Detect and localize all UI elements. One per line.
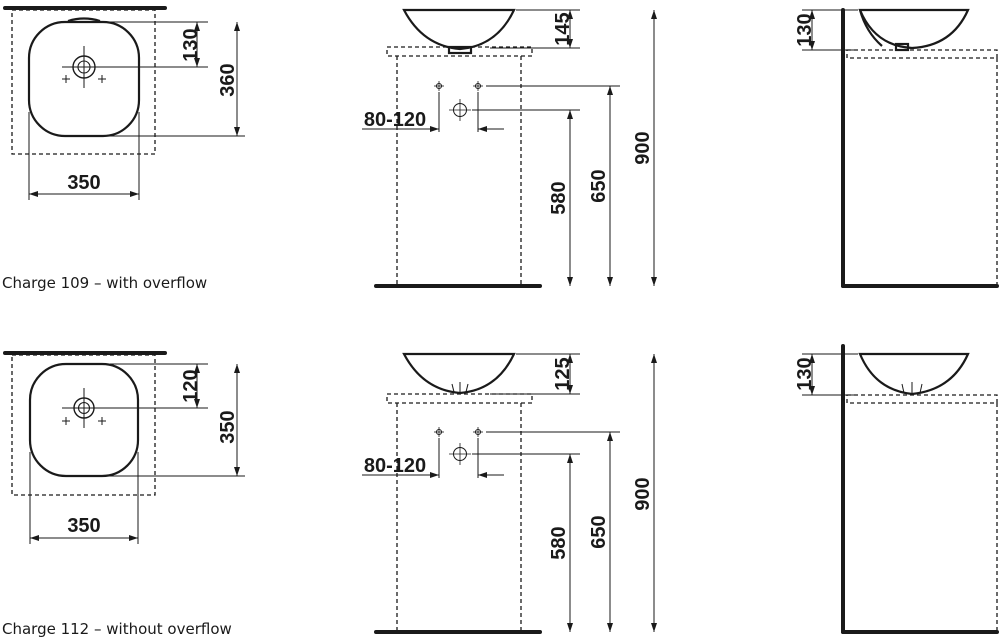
caption-112: Charge 112 – without overflow [2,620,232,638]
bowl-front [402,352,516,395]
bowl-side [858,352,970,396]
dim-bowl-height: 125 [552,357,574,390]
countertop-front [386,393,533,404]
dim-height-900: 900 [632,131,654,164]
countertop-side [846,49,998,59]
front-view-112: 125 80-120 580 650 900 [362,352,657,634]
countertop-side [846,394,998,404]
dim-depth-total: 350 [217,410,239,443]
front-view-109: 145 80-120 580 650 900 [362,8,657,288]
dim-depth-total: 360 [217,63,239,96]
overflow-slot [67,17,101,23]
caption-109: Charge 109 – with overflow [2,274,207,292]
side-view-109: 130 [794,8,999,288]
bowl-side [858,8,970,50]
dim-bowl-height: 145 [552,12,574,45]
dim-depth-top: 130 [180,28,202,61]
plan-view-109: 130 360 350 [3,6,245,200]
variant-109: 130 360 350 Charge 109 – with overflow [2,6,999,292]
basin-outline [28,362,140,478]
dim-side-bowl-height: 130 [794,13,816,46]
dim-width: 350 [67,515,100,537]
dim-depth-top: 120 [180,369,202,402]
dim-height-580: 580 [548,181,570,214]
dim-side-bowl-height: 130 [794,357,816,390]
dim-height-580: 580 [548,526,570,559]
basin-outline [27,20,141,138]
side-view-112: 130 [794,344,999,634]
variant-112: 120 350 350 Charge 112 – without overflo… [2,344,999,638]
bowl-front [402,8,516,51]
plan-view-112: 120 350 350 [3,351,245,544]
dim-height-650: 650 [588,169,610,202]
countertop-outline [11,9,156,155]
dim-width: 350 [67,172,100,194]
dim-connection-spacing: 80-120 [364,109,426,131]
dim-connection-spacing: 80-120 [364,455,426,477]
dim-height-900: 900 [632,477,654,510]
countertop-outline [11,354,156,496]
countertop-front [386,46,533,57]
dim-height-650: 650 [588,515,610,548]
